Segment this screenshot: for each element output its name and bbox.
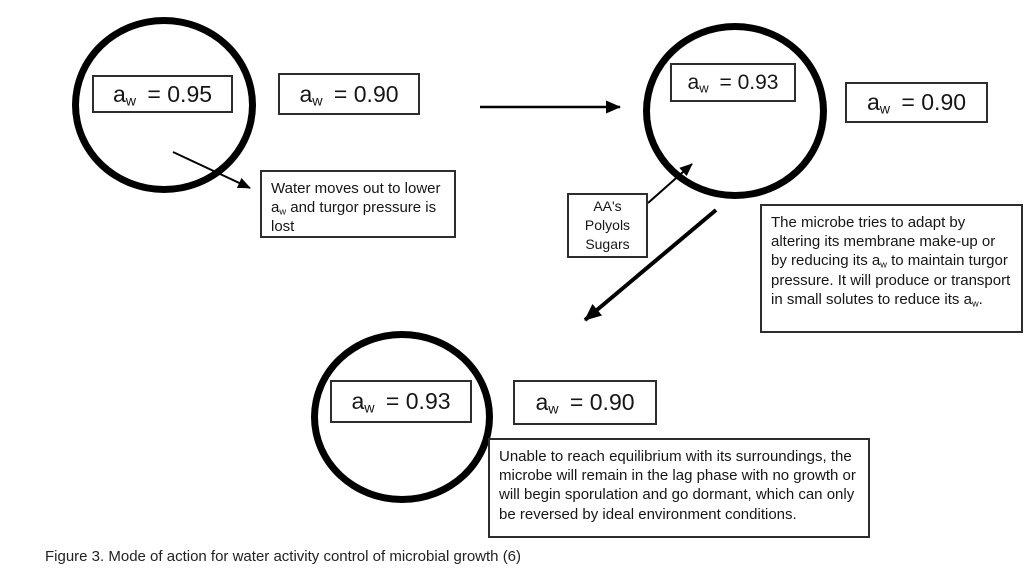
aw-box-stage2-outside: aw = 0.90	[845, 82, 988, 123]
aw-box-stage3-inside: aw = 0.93	[330, 380, 472, 423]
note-microbe-adapts: The microbe tries to adapt by altering i…	[760, 204, 1023, 333]
solutes-box: AA's Polyols Sugars	[567, 193, 648, 258]
text-segment: .	[978, 290, 983, 308]
text-segment: The microbe tries to adapt by altering i…	[771, 214, 996, 270]
aw-value: = 0.90	[563, 389, 635, 415]
aw-subscript: w	[699, 79, 709, 95]
text-segment: to maintain turgor pressure. It will pro…	[771, 252, 1011, 308]
text-segment: Unable to reach equilibrium with its sur…	[499, 448, 856, 523]
microbe-circle-stage3	[311, 331, 493, 503]
solutes-line: Sugars	[585, 235, 630, 252]
aw-value: = 0.90	[327, 80, 399, 107]
aw-subscript: w	[548, 401, 559, 418]
text-segment: and turgor pressure is lost	[271, 199, 437, 236]
aw-subscript: w	[971, 298, 979, 309]
aw-value: = 0.95	[141, 80, 213, 107]
aw-subscript: w	[279, 206, 287, 217]
note-lag-phase: Unable to reach equilibrium with its sur…	[488, 438, 870, 538]
aw-value: = 0.90	[895, 89, 967, 115]
microbe-circle-stage2	[643, 23, 827, 199]
aw-subscript: w	[125, 93, 137, 110]
microbe-circle-stage1	[72, 17, 256, 193]
aw-symbol: a	[299, 80, 313, 107]
text-segment: Water moves out to lower a	[271, 180, 441, 217]
figure-caption: Figure 3. Mode of action for water activ…	[45, 548, 522, 565]
aw-symbol: a	[535, 389, 549, 415]
aw-value: = 0.93	[379, 388, 451, 414]
aw-symbol: a	[866, 89, 880, 115]
aw-label: aw = 0.93	[688, 71, 779, 95]
aw-label: aw = 0.93	[351, 388, 451, 417]
aw-symbol: a	[351, 388, 365, 414]
aw-symbol: a	[112, 80, 126, 107]
aw-subscript: w	[312, 93, 323, 110]
aw-label: aw = 0.90	[299, 80, 399, 110]
aw-box-stage2-inside: aw = 0.93	[670, 63, 796, 102]
note-water-moves-out: Water moves out to lower aw and turgor p…	[260, 170, 456, 238]
aw-subscript: w	[879, 101, 891, 118]
aw-box-stage1-outside: aw = 0.90	[278, 73, 420, 115]
aw-value: = 0.93	[713, 70, 779, 94]
aw-label: aw = 0.95	[112, 80, 213, 110]
solutes-line: AA's	[593, 198, 622, 215]
solutes-line: Polyols	[584, 217, 631, 234]
aw-box-stage3-outside: aw = 0.90	[513, 380, 657, 425]
aw-box-stage1-inside: aw = 0.95	[92, 75, 233, 113]
aw-label: aw = 0.90	[866, 89, 967, 118]
aw-label: aw = 0.90	[535, 389, 635, 418]
aw-subscript: w	[364, 400, 375, 417]
aw-symbol: a	[687, 70, 700, 94]
aw-subscript: w	[880, 259, 887, 270]
